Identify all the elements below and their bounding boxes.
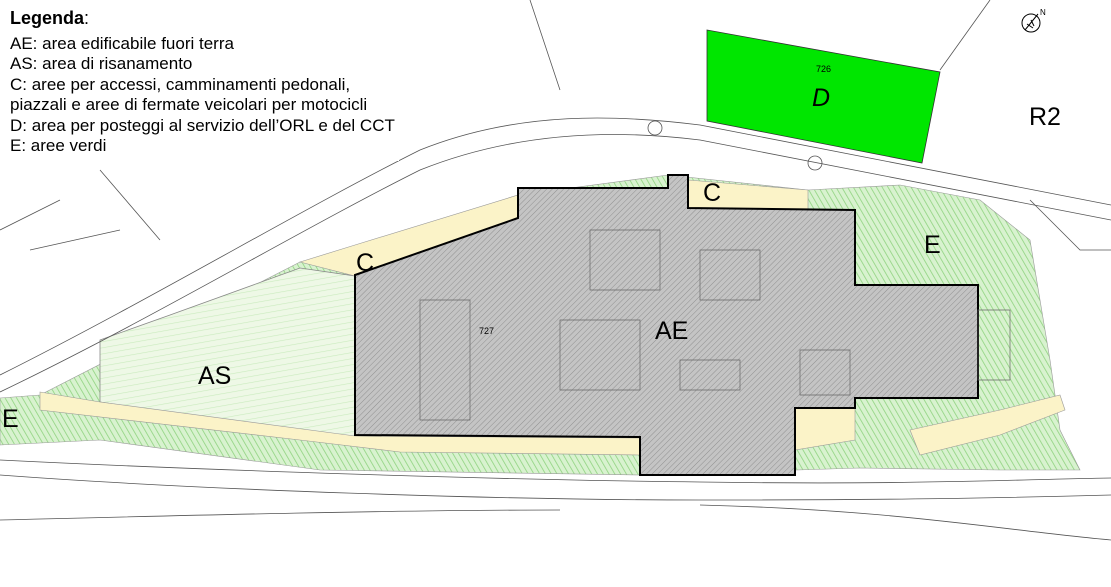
zone-label-e: E <box>924 231 941 259</box>
zone-d-area <box>706 29 941 164</box>
parcel-number: 726 <box>816 64 832 74</box>
legend-title-colon: : <box>84 8 90 28</box>
zone-label-ae: AE <box>655 317 689 345</box>
legend-item: AS: area di risanamento <box>10 54 193 73</box>
legend-title-text: Legenda <box>10 8 85 28</box>
legend-title: Legenda: <box>10 8 395 29</box>
legend: Legenda: AE: area edificabile fuori terr… <box>8 6 399 161</box>
zone-label-c: C <box>356 249 375 277</box>
zone-label-e: E <box>2 405 19 433</box>
building-outlines <box>419 229 1011 421</box>
zone-label-r2: R2 <box>1029 103 1061 131</box>
zone-label-c: C <box>703 179 722 207</box>
zone-ae-area <box>354 174 979 476</box>
parcel-number: 727 <box>479 326 495 336</box>
zone-label-as: AS <box>198 362 232 390</box>
north-arrow-icon: N <box>1021 8 1046 33</box>
zone-label-d: D <box>812 84 831 112</box>
svg-text:N: N <box>1040 8 1046 17</box>
legend-item: E: aree verdi <box>10 136 107 155</box>
legend-item: piazzali e aree di fermate veicolari per… <box>10 95 368 114</box>
legend-item: AE: area edificabile fuori terra <box>10 33 234 53</box>
zone-c-area <box>909 394 1066 456</box>
legend-item: D: area per posteggi al servizio dell’OR… <box>10 115 395 135</box>
legend-item: C: aree per accessi, camminamenti pedona… <box>10 74 351 94</box>
